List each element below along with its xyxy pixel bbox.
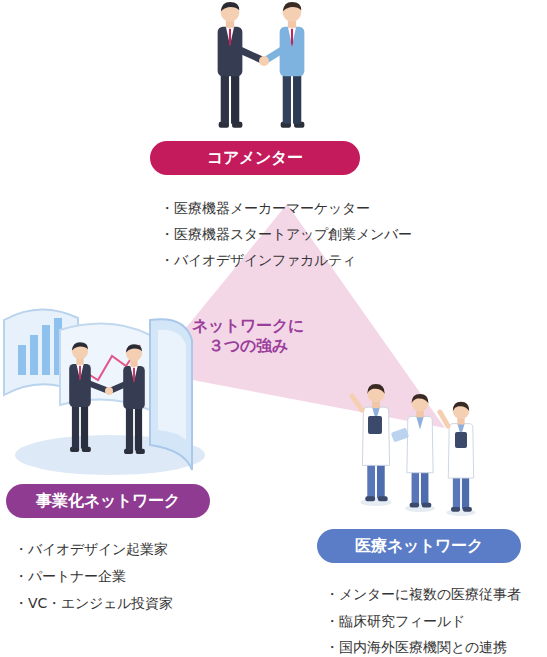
medical-staff-part bbox=[440, 412, 448, 426]
bullet-item: ・臨床研究フィールド bbox=[325, 612, 465, 630]
pill-heading: コアメンター bbox=[207, 148, 303, 168]
business-scene-part bbox=[42, 325, 50, 375]
medical-network-pill: 医療ネットワーク bbox=[317, 529, 521, 563]
handshake-figures-part bbox=[218, 2, 243, 128]
medical-staff-part bbox=[455, 432, 467, 448]
bullet-item: ・バイオデザインファカルティ bbox=[160, 251, 356, 269]
medical-staff-part bbox=[446, 402, 475, 516]
business-scene-part bbox=[30, 335, 38, 375]
business-scene-part bbox=[105, 387, 113, 395]
bullet-item: ・パートナー企業 bbox=[14, 567, 126, 585]
medical-staff-part bbox=[405, 394, 435, 512]
business-network-pill: 事業化ネットワーク bbox=[6, 484, 210, 518]
business-scene-part bbox=[69, 342, 91, 452]
business-scene bbox=[4, 309, 205, 475]
bullet-item: ・医療機器スタートアップ創業メンバー bbox=[160, 225, 412, 243]
handshake-figures-part bbox=[240, 50, 262, 60]
bullet-item: ・医療機器メーカーマーケッター bbox=[160, 199, 370, 217]
medical-staff-part bbox=[368, 416, 382, 434]
handshake-figures-part bbox=[280, 2, 305, 128]
bullet-item: ・VC・エンジェル投資家 bbox=[14, 594, 173, 612]
focus-triangle bbox=[150, 204, 445, 428]
bullet-item: ・国内海外医療機関との連携 bbox=[325, 638, 507, 656]
business-scene-part bbox=[150, 319, 192, 470]
business-scene-part bbox=[18, 345, 26, 375]
business-scene-part bbox=[123, 344, 145, 454]
handshake-figures-part bbox=[259, 56, 269, 66]
medical-staff bbox=[352, 384, 476, 516]
business-scene-part bbox=[112, 383, 128, 390]
pill-heading: 医療ネットワーク bbox=[355, 536, 483, 556]
bullet-item: ・バイオデザイン起業家 bbox=[14, 540, 168, 558]
pill-heading: 事業化ネットワーク bbox=[36, 491, 180, 511]
handshake-figures bbox=[218, 2, 305, 128]
business-scene-part bbox=[158, 330, 186, 440]
medical-staff-part bbox=[391, 428, 409, 443]
medical-staff-part bbox=[352, 396, 362, 410]
center-caption: ネットワークに ３つの強み bbox=[188, 316, 308, 356]
business-scene-part bbox=[88, 383, 106, 390]
bullet-item: ・メンターに複数の医療従事者 bbox=[325, 585, 521, 603]
handshake-figures-part bbox=[266, 50, 282, 60]
core-mentor-pill: コアメンター bbox=[150, 141, 360, 175]
medical-staff-part bbox=[360, 384, 391, 506]
